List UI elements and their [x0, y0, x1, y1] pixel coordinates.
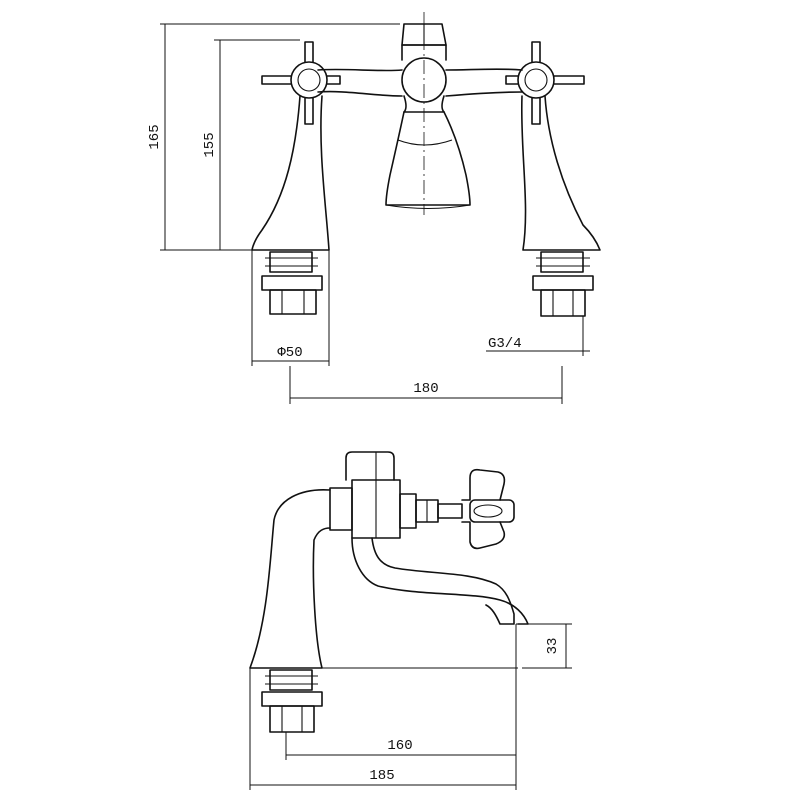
dim-label-33: 33 — [545, 638, 561, 655]
side-spout — [351, 537, 529, 625]
side-valve-body — [329, 479, 463, 539]
bell-spout-band — [397, 139, 453, 146]
right-base-fitting — [532, 251, 594, 317]
bridge-arm — [317, 68, 523, 97]
dim-label-160: 160 — [387, 738, 412, 754]
left-pillar-body — [251, 95, 330, 251]
dim-label-165: 165 — [147, 124, 163, 149]
dim-label-180: 180 — [413, 381, 438, 397]
left-base-fitting — [261, 251, 323, 315]
side-base-fitting — [261, 669, 323, 733]
dim-160-lines — [285, 624, 517, 790]
dim-165-lines — [160, 23, 400, 251]
dim-33-lines — [516, 623, 572, 669]
side-view: 33 160 185 — [249, 451, 572, 790]
dim-label-155: 155 — [202, 132, 218, 157]
dim-185-lines — [249, 668, 516, 790]
right-pillar-body — [520, 95, 601, 251]
front-view: 165 155 Φ50 G3/4 180 — [147, 12, 601, 404]
dim-155-lines — [214, 39, 300, 250]
side-cross-handle — [461, 468, 515, 550]
dim-label-185: 185 — [369, 768, 394, 784]
dim-thread-lines — [486, 316, 590, 356]
dim-phi50-lines — [251, 250, 330, 366]
bell-spout — [385, 111, 471, 206]
dim-180-lines — [289, 366, 563, 404]
dim-label-thread: G3/4 — [488, 336, 522, 352]
dim-label-phi50: Φ50 — [277, 345, 302, 361]
side-top-cap — [345, 451, 395, 481]
side-pillar-body — [249, 489, 331, 669]
left-cross-handle — [261, 41, 341, 125]
right-cross-handle — [505, 41, 585, 125]
bell-spout-rim — [385, 204, 471, 210]
